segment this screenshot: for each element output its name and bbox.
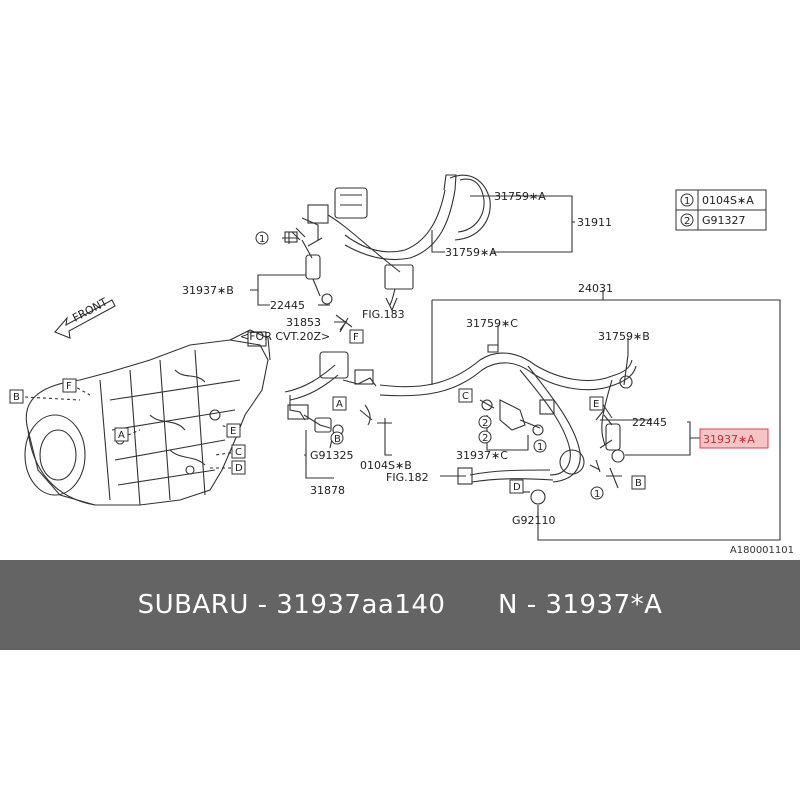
ref-b-right: B	[635, 478, 642, 489]
harness-31911	[307, 174, 491, 301]
front-label: FRONT	[70, 295, 110, 324]
part-31759c: 31759∗C	[466, 317, 518, 330]
figure-code: A180001101	[729, 545, 794, 556]
fig183-label: FIG.183	[362, 308, 405, 321]
part-g91325: G91325	[310, 449, 354, 462]
part-31937b: 31937∗B	[182, 284, 234, 297]
sensor-31937c	[479, 399, 544, 436]
part-31937a: 31937∗A	[703, 433, 755, 446]
ref-d-left: D	[235, 463, 243, 474]
ref-c-left: C	[235, 447, 242, 458]
part-22445-left: 22445	[270, 299, 305, 312]
part-31759b: 31759∗B	[598, 330, 650, 343]
part-24031: 24031	[578, 282, 613, 295]
front-arrow-icon	[54, 299, 116, 339]
fig183-arrow-icon	[385, 297, 398, 312]
part-0104sb: 0104S∗B	[360, 459, 412, 472]
parts-diagram: FRONT 1 0104S∗A 2 G91327 31759∗A 31911 3…	[9, 174, 781, 541]
fig182-label: FIG.182	[386, 471, 429, 484]
part-31853: 31853	[286, 316, 321, 329]
legend-num-1: 1	[684, 196, 690, 207]
o-ring-icon	[530, 489, 546, 505]
part-31759a-bottom: 31759∗A	[445, 246, 497, 259]
ref-f-left: F	[66, 381, 72, 392]
ref-f-right: F	[353, 332, 359, 343]
ref-b-left: B	[13, 392, 20, 403]
bolt-icon	[606, 467, 622, 489]
legend-code-2: G91327	[702, 214, 746, 227]
part-31878: 31878	[310, 484, 345, 497]
ref-d-right: D	[513, 482, 521, 493]
highlight-box	[699, 428, 769, 449]
bolt-icon	[377, 418, 392, 430]
ref-c-right: C	[462, 391, 469, 402]
callout-2-mid: 2	[482, 418, 488, 429]
bolt-icon	[589, 464, 601, 471]
callout-1-mid: 1	[537, 442, 543, 453]
cvt-note: <FOR CVT.20Z>	[240, 330, 330, 343]
callout-2-mid-b: 2	[482, 433, 488, 444]
bolt-icon	[282, 232, 297, 244]
ref-a-right: A	[336, 399, 343, 410]
callout-1-lower: 1	[594, 489, 600, 500]
ref-e-right: E	[593, 399, 599, 410]
callout-1-upper: 1	[259, 234, 265, 245]
legend	[675, 189, 767, 231]
ref-e-left: E	[230, 426, 236, 437]
caption-bar: SUBARU - 31937aa140 N - 31937*A	[0, 560, 800, 650]
part-31911: 31911	[577, 216, 612, 229]
part-31937c: 31937∗C	[456, 449, 508, 462]
harness-24031	[284, 344, 637, 485]
legend-code-1: 0104S∗A	[702, 194, 754, 207]
part-31759a-top: 31759∗A	[494, 190, 546, 203]
part-g92110: G92110	[512, 514, 556, 527]
sensor-31937a	[595, 409, 625, 473]
sensor-31937b	[284, 217, 333, 305]
transmission-assembly	[24, 329, 271, 506]
caption-text: SUBARU - 31937aa140 N - 31937*A	[137, 590, 663, 620]
legend-num-2: 2	[684, 216, 690, 227]
part-22445-right: 22445	[632, 416, 667, 429]
callout-b-sensor: B	[334, 434, 341, 445]
ref-a-left: A	[118, 430, 125, 441]
